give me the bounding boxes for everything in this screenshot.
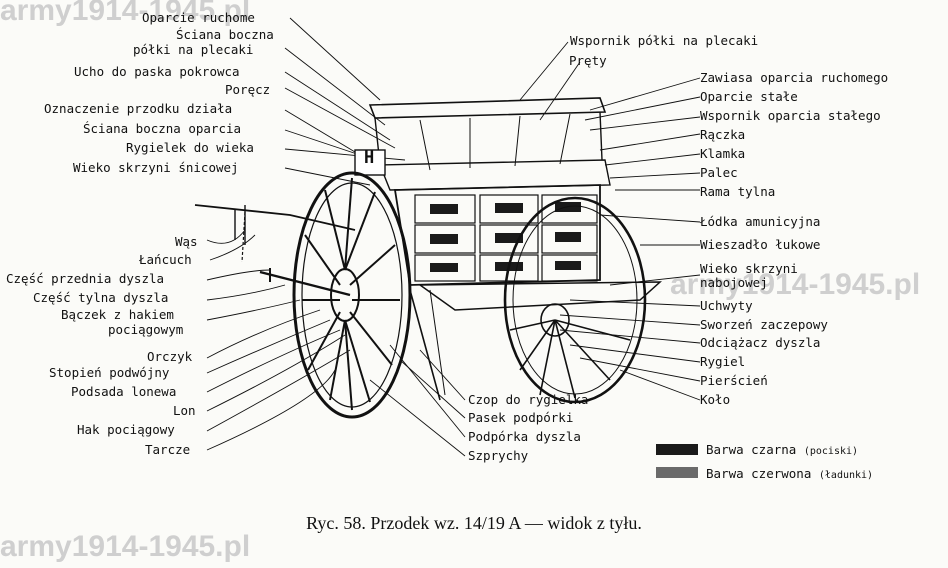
label-czesc-tylna-dyszla: Część tylna dyszla (33, 290, 169, 305)
label-zawiasa-oparcia: Zawiasa oparcia ruchomego (700, 70, 889, 85)
label-rygielek-do-wieka: Rygielek do wieka (126, 140, 254, 155)
label-tarcze: Tarcze (145, 442, 191, 457)
legend-red-note: (ładunki) (818, 470, 874, 481)
legend-swatch-black (656, 444, 698, 455)
legend-red-text: Barwa czerwona (706, 466, 812, 481)
label-ucho-do-paska: Ucho do paska pokrowca (74, 64, 240, 79)
label-palec: Palec (700, 165, 738, 180)
label-hak-pociagowy: Hak pociągowy (77, 422, 175, 437)
label-oparcie-stale: Oparcie stałe (700, 89, 798, 104)
watermark-middle: army1914-1945.pl (670, 268, 921, 301)
label-podporka-dyszla: Podpórka dyszla (468, 429, 581, 444)
label-podsada-lonewa: Podsada lonewa (71, 384, 177, 399)
label-wspornik-polki: Wspornik półki na plecaki (570, 33, 759, 48)
label-oparcie-ruchome: Oparcie ruchome (142, 10, 255, 25)
figure-caption: Ryc. 58. Przodek wz. 14/19 A — widok z t… (306, 513, 642, 533)
watermark-bottom: army1914-1945.pl (0, 530, 251, 563)
label-polki-na-plecaki: półki na plecaki (133, 42, 254, 57)
label-sciana-boczna: Ściana boczna (176, 27, 274, 42)
legend-black-text: Barwa czarna (706, 442, 797, 457)
label-lodka-amunicyjna: Łódka amunicyjna (700, 214, 821, 229)
label-porecz: Poręcz (225, 82, 271, 97)
legend-black-note: (pociski) (803, 446, 859, 457)
label-kolo: Koło (700, 392, 731, 407)
label-rygiel: Rygiel (700, 354, 746, 369)
label-klamka: Klamka (700, 146, 746, 161)
label-prety: Pręty (569, 53, 607, 68)
label-baczek-z-hakiem: Bączek z hakiem (61, 307, 174, 322)
label-wieko-skrzyni-snicowej: Wieko skrzyni śnicowej (73, 160, 239, 175)
label-raczka: Rączka (700, 127, 746, 142)
label-nabojowej: nabojowej (700, 275, 768, 290)
label-oznaczenie-przodku: Oznaczenie przodku działa (44, 101, 233, 116)
label-lancuch: Łańcuch (139, 252, 192, 267)
label-stopien-podwojny: Stopień podwójny (49, 365, 170, 380)
label-uchwyty: Uchwyty (700, 298, 753, 313)
legend-label-red: Barwa czerwona (ładunki) (706, 466, 873, 483)
label-czesc-przednia-dyszla: Część przednia dyszla (6, 271, 165, 286)
watermark-top: army1914-1945.pl (0, 0, 251, 27)
label-pasek-podporki: Pasek podpórki (468, 410, 574, 425)
label-czop-do-rygielka: Czop do rygielka (468, 392, 589, 407)
label-pierscien: Pierścień (700, 373, 768, 388)
label-wieko-skrzyni: Wieko skrzyni (700, 261, 798, 276)
label-szprychy: Szprychy (468, 448, 529, 463)
label-wieszadlo-lukowe: Wieszadło łukowe (700, 237, 821, 252)
label-sciana-boczna-oparcia: Ściana boczna oparcia (83, 121, 242, 136)
label-sworzen-zaczepowy: Sworzeń zaczepowy (700, 317, 828, 332)
label-lon: Lon (173, 403, 196, 418)
label-orczyk: Orczyk (147, 349, 193, 364)
legend-swatch-red (656, 467, 698, 478)
label-was: Wąs (175, 234, 198, 249)
label-rama-tylna: Rama tylna (700, 184, 776, 199)
legend-label-black: Barwa czarna (pociski) (706, 442, 858, 459)
label-pociagowym: pociągowym (108, 322, 184, 337)
label-odciazacz-dyszla: Odciążacz dyszla (700, 335, 821, 350)
plate-letter: H (364, 148, 375, 168)
label-wspornik-oparcia: Wspornik oparcia stałego (700, 108, 881, 123)
